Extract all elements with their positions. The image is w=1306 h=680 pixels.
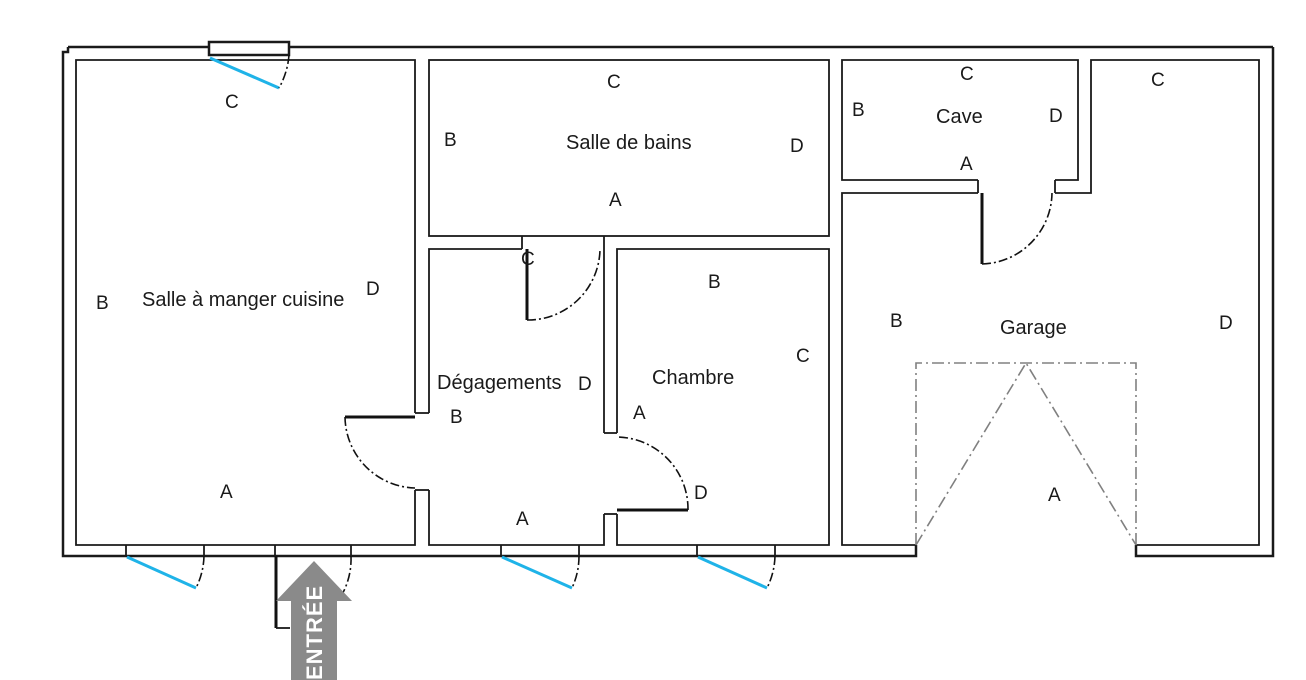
bottom-window-1 xyxy=(125,545,205,590)
wall-letter-bains-b: B xyxy=(444,130,457,151)
door-degagements-bains xyxy=(525,248,601,321)
wall-letter-degagements-b: B xyxy=(450,407,463,428)
bottom-window-2 xyxy=(500,545,580,590)
wall-letter-salle-b: B xyxy=(96,293,109,314)
room-outlines xyxy=(75,59,1260,546)
room-label-chambre: Chambre xyxy=(652,367,734,389)
wall-letter-cave-b: B xyxy=(852,100,865,121)
room-label-salle-de-bains: Salle de bains xyxy=(566,132,692,154)
wall-letter-salle-c: C xyxy=(225,92,239,113)
wall-letter-garage-c: C xyxy=(1151,70,1165,91)
wall-letter-garage-d: D xyxy=(1219,313,1233,334)
entry-arrow: ENTRÉE xyxy=(276,561,352,680)
wall-letter-cave-a: A xyxy=(960,154,973,175)
wall-letter-salle-a: A xyxy=(220,482,233,503)
wall-letter-chambre-b: B xyxy=(708,272,721,293)
door-garage-cave xyxy=(980,192,1053,265)
wall-letter-garage-a: A xyxy=(1048,485,1061,506)
wall-letter-degagements-a: A xyxy=(516,509,529,530)
wall-letter-bains-c: C xyxy=(607,72,621,93)
top-window xyxy=(207,40,291,90)
wall-letter-chambre-c: C xyxy=(796,346,810,367)
door-degagements-chambre xyxy=(616,436,689,512)
wall-letter-garage-b: B xyxy=(890,311,903,332)
door-salle-degagements xyxy=(344,415,416,489)
wall-letter-bains-d: D xyxy=(790,136,804,157)
room-label-garage: Garage xyxy=(1000,317,1067,339)
wall-letter-salle-d: D xyxy=(366,279,380,300)
bottom-window-3 xyxy=(696,545,776,590)
room-label-cave: Cave xyxy=(936,106,983,128)
garage-door xyxy=(915,361,1137,546)
wall-letter-degagements-c: C xyxy=(521,249,535,270)
wall-letter-chambre-a: A xyxy=(633,403,646,424)
room-label-degagements: Dégagements xyxy=(437,372,562,394)
entry-label: ENTRÉE xyxy=(302,585,327,680)
wall-letter-chambre-d: D xyxy=(694,483,708,504)
wall-letter-bains-a: A xyxy=(609,190,622,211)
wall-letter-cave-d: D xyxy=(1049,106,1063,127)
room-label-salle-a-manger: Salle à manger cuisine xyxy=(142,289,344,311)
exterior-walls xyxy=(61,45,1275,558)
wall-letter-degagements-d: D xyxy=(578,374,592,395)
wall-letter-cave-c: C xyxy=(960,64,974,85)
